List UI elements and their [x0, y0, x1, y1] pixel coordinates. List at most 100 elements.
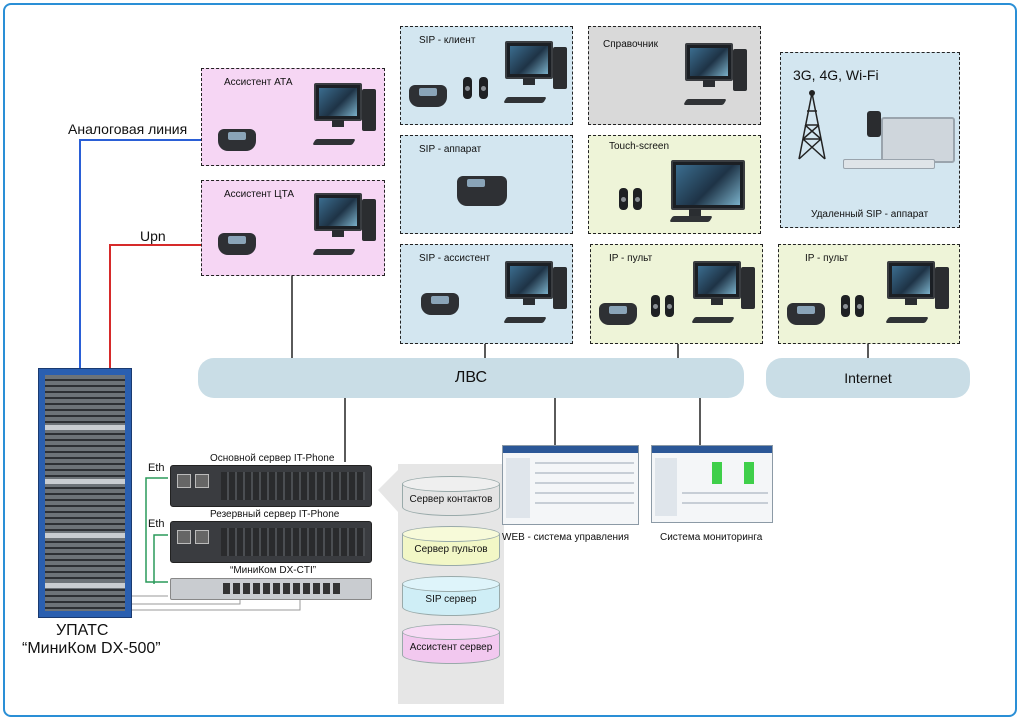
internet-label: Internet	[844, 370, 892, 386]
cti-switch	[170, 578, 372, 600]
monitoring-label: Система мониторинга	[660, 532, 763, 543]
box-sip-phone-label: SIP - аппарат	[419, 144, 482, 155]
laptop-base-icon	[843, 159, 935, 169]
cti-label: “МиниКом DX-CTI”	[230, 565, 317, 576]
monitoring-screenshot	[651, 445, 773, 523]
keyboard-icon	[669, 216, 713, 222]
screenshot-row	[535, 492, 634, 494]
db-assistant-top	[402, 624, 500, 640]
db-assistant: Ассистент сервер	[402, 624, 500, 664]
screenshot-title-bar	[652, 446, 772, 453]
drive-bay	[195, 530, 209, 544]
main-server-label: Основной сервер IT-Phone	[210, 453, 335, 464]
pbx-rack-divider	[45, 425, 125, 430]
reserve-server	[170, 521, 372, 563]
server-front-panel	[221, 472, 365, 500]
digital-phone-icon	[218, 233, 256, 255]
web-admin-label: WEB - система управления	[502, 532, 630, 543]
keyboard-icon	[503, 97, 547, 103]
computer-tower-icon	[362, 199, 376, 241]
radio-tower-icon	[798, 90, 826, 160]
lan-bus: ЛВС	[198, 358, 744, 398]
box-directory: Справочник	[588, 26, 761, 125]
desk-phone-icon	[599, 303, 637, 325]
keyboard-icon	[885, 317, 929, 323]
screenshot-row	[682, 502, 768, 504]
box-sip-assistant: SIP - ассистент	[400, 244, 573, 344]
box-ip-console-2-label: IP - пульт	[805, 253, 849, 264]
internet-bus: Internet	[766, 358, 970, 398]
db-sip: SIP сервер	[402, 576, 500, 616]
eth-label-1: Eth	[148, 462, 165, 474]
computer-monitor-icon	[693, 261, 741, 305]
desk-phone-icon	[409, 85, 447, 107]
db-consoles-label: Сервер пультов	[414, 544, 488, 555]
computer-monitor-icon	[314, 83, 362, 127]
box-touch-screen-label: Touch-screen	[609, 141, 670, 152]
box-assistant-ata: Ассистент АТА	[201, 68, 385, 166]
screenshot-row	[535, 462, 634, 464]
drive-bay	[177, 474, 191, 488]
desk-phone-icon	[787, 303, 825, 325]
laptop-icon	[881, 117, 955, 163]
analog-line	[79, 139, 216, 368]
box-sip-client-label: SIP - клиент	[419, 35, 476, 46]
upn-label: Upn	[140, 228, 166, 244]
cti-switch-ports	[223, 583, 343, 594]
eth-link-1	[145, 477, 168, 583]
speaker-icon	[463, 77, 472, 99]
computer-tower-icon	[553, 267, 567, 309]
drive-bay	[195, 474, 209, 488]
screenshot-title-bar	[503, 446, 638, 453]
db-contacts: Сервер контактов	[402, 476, 500, 516]
screenshot-row	[535, 502, 634, 504]
screenshot-row	[682, 492, 768, 494]
touch-screen-monitor-icon	[671, 160, 745, 216]
status-indicator	[744, 462, 754, 484]
db-assistant-label: Ассистент сервер	[409, 642, 493, 653]
speaker-icon	[619, 188, 628, 210]
box-assistant-ata-label: Ассистент АТА	[224, 77, 293, 88]
db-sip-top	[402, 576, 500, 592]
db-sip-label: SIP сервер	[425, 594, 477, 605]
db-contacts-label: Сервер контактов	[409, 494, 493, 505]
pbx-rack-shelves	[45, 375, 125, 611]
db-contacts-top	[402, 476, 500, 492]
upn-line	[109, 244, 216, 368]
screenshot-sidebar	[655, 458, 677, 516]
drive-bay	[177, 530, 191, 544]
box-assistant-cta: Ассистент ЦТА	[201, 180, 385, 276]
pbx-cti-links	[128, 595, 301, 611]
keyboard-icon	[503, 317, 547, 323]
web-admin-screenshot	[502, 445, 639, 525]
status-indicator	[712, 462, 722, 484]
computer-monitor-icon	[685, 43, 733, 87]
box-ip-console-2: IP - пульт	[778, 244, 960, 344]
main-server	[170, 465, 372, 507]
diagram-frame	[3, 3, 1017, 717]
ip-phone-icon	[457, 176, 507, 206]
keyboard-icon	[683, 99, 727, 105]
box-sip-phone: SIP - аппарат	[400, 135, 573, 234]
box-directory-label: Справочник	[603, 39, 658, 50]
speaker-icon	[633, 188, 642, 210]
db-consoles-top	[402, 526, 500, 542]
speaker-icon	[479, 77, 488, 99]
computer-monitor-icon	[314, 193, 362, 237]
computer-tower-icon	[553, 47, 567, 89]
server-front-panel	[221, 528, 365, 556]
screenshot-row	[535, 482, 634, 484]
box-remote-sip-footer: Удаленный SIP - аппарат	[811, 209, 929, 220]
box-assistant-cta-label: Ассистент ЦТА	[224, 189, 295, 200]
analog-line-label: Аналоговая линия	[68, 121, 188, 137]
ip-phone-icon	[421, 293, 459, 315]
lan-label: ЛВС	[454, 369, 488, 386]
box-remote-sip-header: 3G, 4G, Wi-Fi	[793, 67, 879, 83]
pbx-rack-divider	[45, 583, 125, 588]
speaker-icon	[665, 295, 674, 317]
keyboard-icon	[312, 139, 356, 145]
keyboard-icon	[312, 249, 356, 255]
speaker-icon	[841, 295, 850, 317]
computer-tower-icon	[935, 267, 949, 309]
eth-link-2	[153, 534, 168, 584]
